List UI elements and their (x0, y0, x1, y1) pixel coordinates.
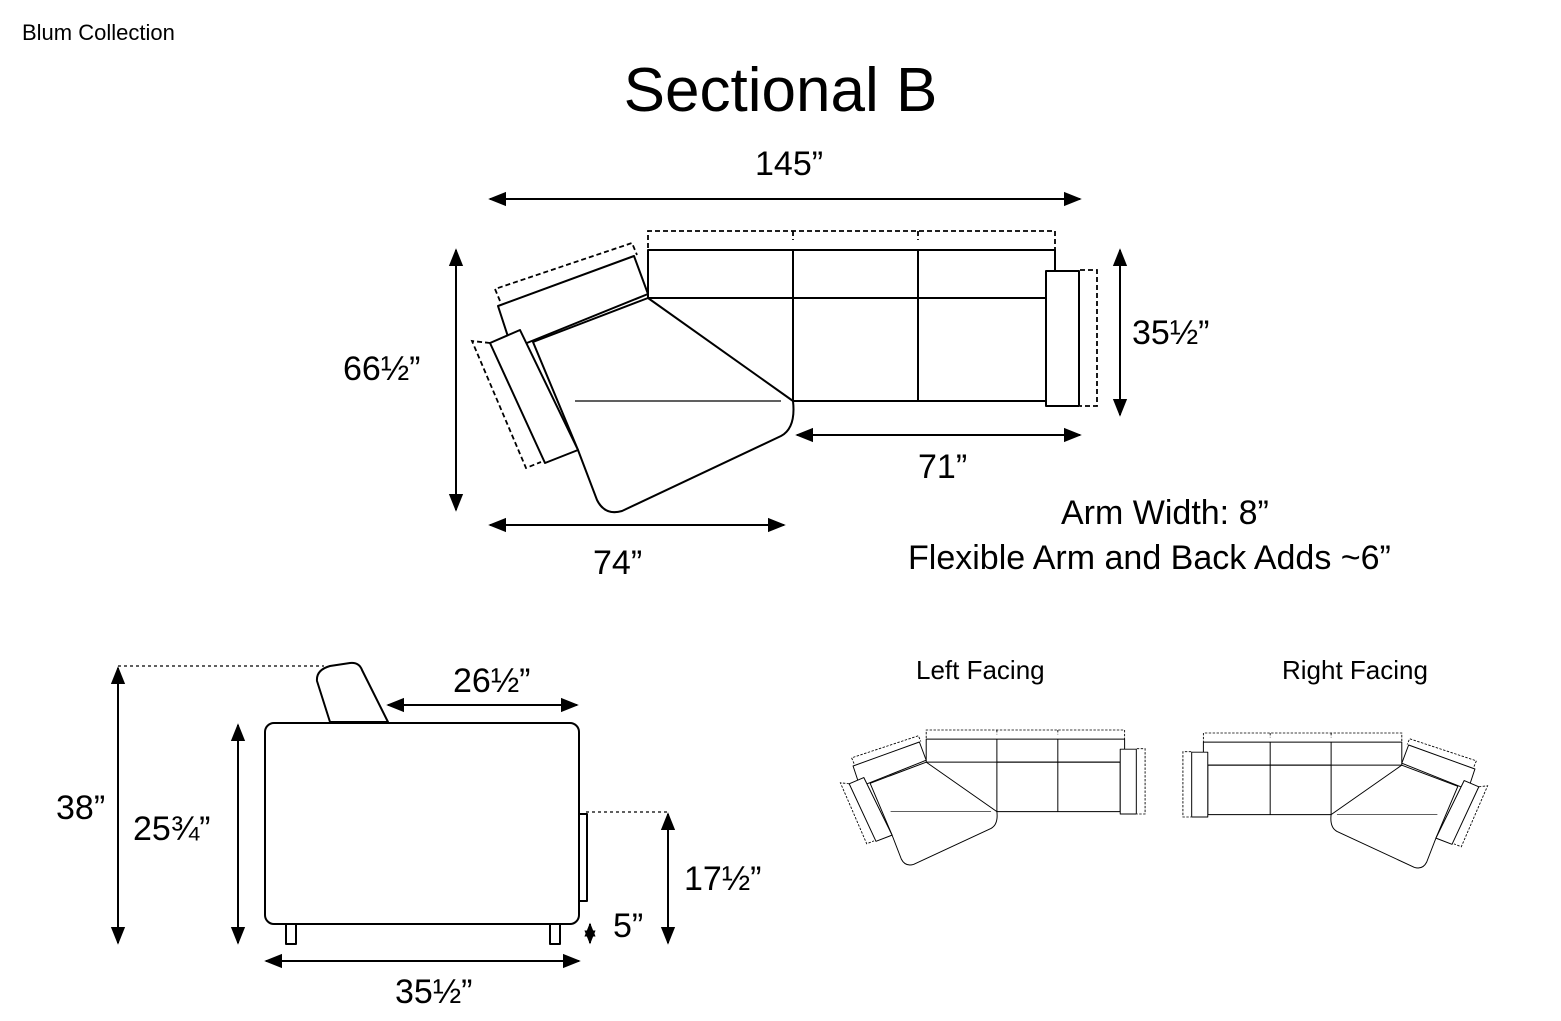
dim-headrest-depth: 26½” (453, 662, 531, 700)
dim-leg-height: 5” (613, 907, 644, 945)
page-title: Sectional B (623, 56, 938, 125)
sectional-side-view (118, 661, 668, 945)
dim-overall-depth: 66½” (343, 350, 421, 388)
right-facing-thumbnail (1182, 732, 1489, 869)
dim-overall-width: 145” (755, 145, 824, 183)
sectional-top-view (471, 230, 1098, 514)
label-right-facing: Right Facing (1282, 655, 1428, 685)
dim-seat-depth: 35½” (1132, 314, 1210, 352)
dim-chaise-width: 74” (593, 544, 643, 582)
brand-name: Blum Collection (22, 20, 175, 45)
left-facing-thumbnail (839, 729, 1146, 866)
dim-side-depth: 35½” (395, 973, 473, 1011)
dim-body-height: 25¾” (133, 810, 211, 848)
label-left-facing: Left Facing (916, 655, 1045, 685)
note-flexible-arm: Flexible Arm and Back Adds ~6” (908, 539, 1391, 577)
note-arm-width: Arm Width: 8” (1061, 494, 1269, 532)
dim-arm-height: 17½” (684, 860, 762, 898)
dim-total-height: 38” (56, 789, 106, 827)
dim-sofa-width: 71” (918, 448, 968, 486)
